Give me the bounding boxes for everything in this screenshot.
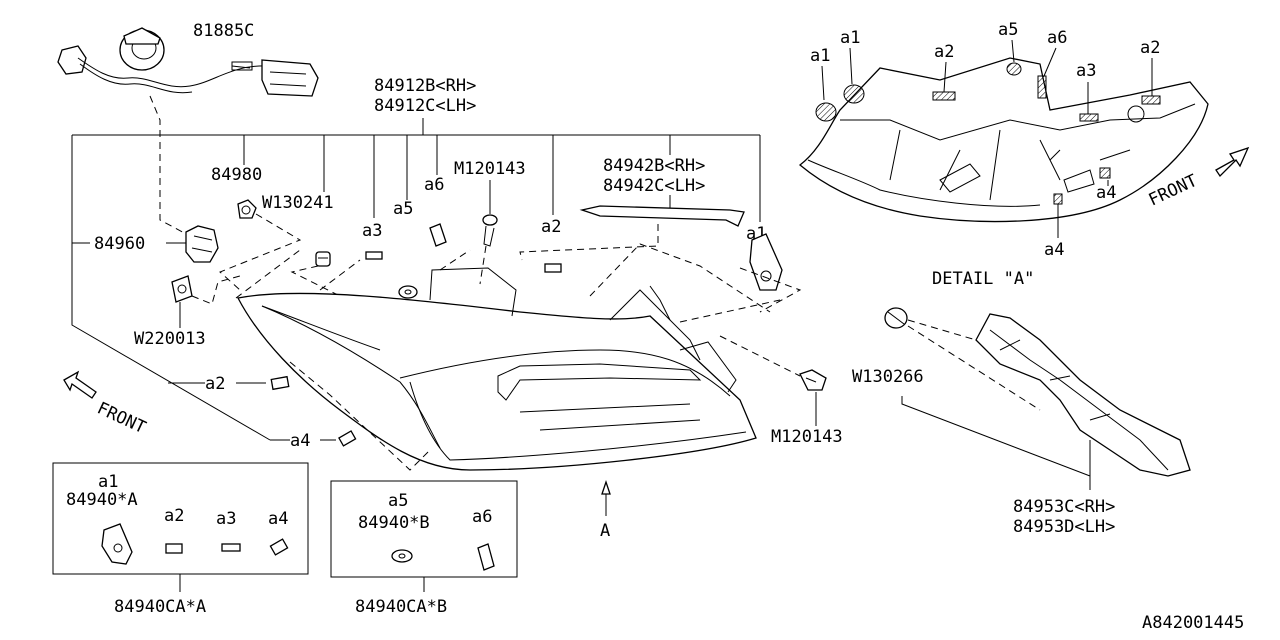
kit-a-seal-a2 — [165, 543, 183, 554]
leader-a5-detail — [1011, 39, 1015, 63]
label-a6-detail: a6 — [1047, 28, 1067, 48]
label-a1-detail: a1 — [810, 46, 830, 66]
wire-harness-drawing — [57, 27, 319, 97]
label-kit-b-a6: a6 — [472, 507, 492, 527]
label-kit-a-a2: a2 — [164, 506, 184, 526]
label-a1-detail-2: a1 — [840, 28, 860, 48]
leader-bulb-dash — [219, 213, 302, 291]
leader-w130266 — [901, 396, 1091, 490]
label-84980: 84980 — [211, 165, 262, 185]
bulb-part — [237, 199, 257, 219]
label-a4-left: a4 — [290, 431, 310, 451]
label-kit-a-a1: a1 — [98, 472, 118, 492]
label-84942b-rh: 84942B<RH> — [603, 156, 705, 176]
label-84960: 84960 — [94, 234, 145, 254]
leader-w130241-dash — [290, 265, 341, 297]
label-kit-b-a5: a5 — [388, 491, 408, 511]
kit-b-seal-a5 — [391, 549, 413, 563]
seal-a6-top — [429, 223, 447, 247]
seal-a2-left — [270, 375, 290, 391]
label-kit-a-a4: a4 — [268, 509, 288, 529]
label-a6-top: a6 — [424, 175, 444, 195]
view-arrowhead-a — [601, 479, 611, 495]
leader-cover-dash — [907, 319, 1041, 411]
label-a2-top: a2 — [541, 217, 561, 237]
garnish-part — [579, 205, 745, 227]
leader-a1-detail — [821, 47, 853, 101]
label-a3-top: a3 — [362, 221, 382, 241]
kit-a-seal-a4 — [269, 538, 289, 556]
label-a5-detail: a5 — [998, 20, 1018, 40]
leader-a6-detail — [1043, 47, 1057, 77]
label-w130266: W130266 — [852, 367, 924, 387]
front-arrow-detail — [1215, 146, 1250, 178]
seal-a4-left — [338, 430, 357, 447]
front-arrow-left — [63, 370, 97, 399]
label-kit-a: 84940CA*A — [114, 597, 206, 617]
label-w220013: W220013 — [134, 329, 206, 349]
detail-a-drawing — [798, 57, 1209, 223]
label-a4-detail-right: a4 — [1096, 183, 1116, 203]
label-84953c-rh: 84953C<RH> — [1013, 497, 1115, 517]
tail-lamp-assembly — [237, 267, 757, 471]
screw-right-part — [799, 369, 827, 391]
label-m120143-right: M120143 — [771, 427, 843, 447]
label-a2-detail: a2 — [934, 42, 954, 62]
label-kit-b-part: 84940*B — [358, 513, 430, 533]
kit-b-seal-a6 — [477, 543, 495, 571]
leader-nut-dash — [191, 275, 241, 305]
label-84953d-lh: 84953D<LH> — [1013, 517, 1115, 537]
kit-a-seal-a3 — [221, 543, 241, 552]
nut-w220013-part — [171, 275, 193, 303]
drawing-id: A842001445 — [1142, 613, 1244, 633]
label-a4-detail: a4 — [1044, 240, 1064, 260]
seal-a2-top — [544, 263, 562, 273]
label-81885c: 81885C — [193, 21, 254, 41]
label-a2-left: a2 — [205, 374, 225, 394]
label-kit-a-part: 84940*A — [66, 490, 138, 510]
leader-harness-socket — [149, 95, 191, 237]
label-view-a: A — [600, 521, 610, 541]
label-a5-top: a5 — [393, 199, 413, 219]
lamp-dashed-guides-bottom — [289, 361, 431, 471]
label-a3-detail: a3 — [1076, 61, 1096, 81]
label-kit-a-a3: a3 — [216, 509, 236, 529]
socket-part — [185, 225, 219, 263]
label-a2-detail-right: a2 — [1140, 38, 1160, 58]
label-m120143-top: M120143 — [454, 159, 526, 179]
lamp-dashed-guides — [235, 249, 471, 299]
lamp-dashed-guides-right — [589, 243, 801, 377]
seal-a5-top — [398, 285, 418, 299]
label-front-left: FRONT — [94, 398, 149, 438]
leader-a1-dash — [739, 267, 802, 313]
label-detail-a: DETAIL "A" — [932, 269, 1034, 289]
clip-w130241-part — [315, 251, 331, 267]
label-84912b-rh: 84912B<RH> — [374, 76, 476, 96]
leader-screw-top-dash — [479, 245, 487, 285]
label-w130241: W130241 — [262, 193, 334, 213]
seal-a1-top — [749, 233, 783, 291]
seal-a3-top — [365, 251, 383, 260]
screw-top-part — [482, 214, 498, 247]
label-kit-b: 84940CA*B — [355, 597, 447, 617]
cover-84953-part — [884, 307, 1191, 477]
label-84942c-lh: 84942C<LH> — [603, 176, 705, 196]
leader-a2-detail — [943, 61, 947, 93]
label-84912c-lh: 84912C<LH> — [374, 96, 476, 116]
frame-left-line — [71, 135, 271, 441]
